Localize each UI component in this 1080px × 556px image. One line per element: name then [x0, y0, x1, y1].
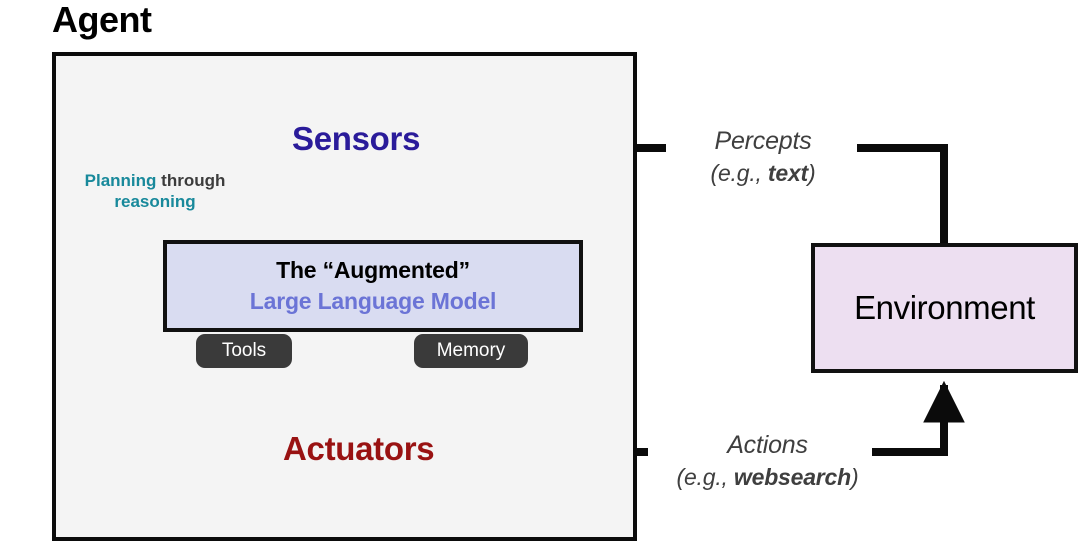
actions-example-prefix: (e.g.,: [676, 464, 734, 490]
llm-title-line-2: Large Language Model: [249, 288, 497, 314]
agent-title: Agent: [52, 0, 152, 40]
llm-title-line-1: The “Augmented”: [276, 257, 470, 283]
environment-node-label: Environment: [854, 289, 1035, 326]
actuators-node-label: Actuators: [283, 430, 435, 467]
actions-example-suffix: ): [851, 464, 859, 490]
percepts-example-suffix: ): [808, 160, 816, 186]
actions-edge-caption: Actions (e.g., websearch): [660, 431, 875, 491]
augmented-llm-node: The “Augmented” Large Language Model: [163, 240, 583, 332]
actions-example-emphasis: websearch: [733, 464, 852, 490]
actions-label: Actions: [727, 431, 808, 459]
planning-highlight-2: reasoning: [114, 192, 196, 212]
planning-annotation: Planning through reasoning: [60, 170, 250, 213]
tools-badge: Tools: [196, 334, 292, 368]
planning-highlight-1: Planning: [84, 171, 157, 190]
planning-plain-word: through: [161, 171, 226, 190]
percepts-example-emphasis: text: [767, 160, 809, 186]
percepts-edge-caption: Percepts (e.g., text): [668, 127, 858, 187]
percepts-label: Percepts: [714, 127, 812, 155]
percepts-example-prefix: (e.g.,: [710, 160, 768, 186]
memory-badge: Memory: [414, 334, 528, 368]
sensors-node-label: Sensors: [292, 120, 421, 157]
actions-example: (e.g., websearch): [660, 464, 875, 491]
percepts-example: (e.g., text): [668, 160, 858, 187]
environment-node: Environment: [811, 243, 1078, 373]
